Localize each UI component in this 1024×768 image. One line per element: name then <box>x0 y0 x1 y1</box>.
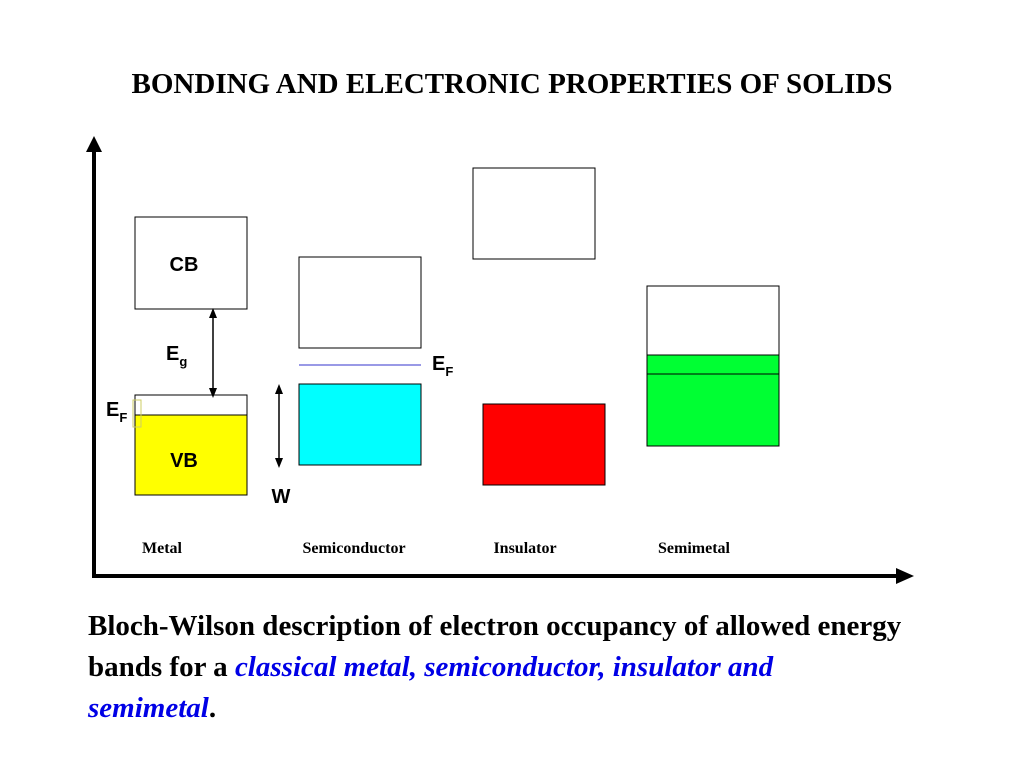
category-label-semiconductor: Semiconductor <box>302 540 405 557</box>
band-gap-arrowhead-bottom <box>209 388 217 398</box>
insulator-valence-band <box>482 403 606 486</box>
semiconductor-valence-band <box>298 383 422 466</box>
band-gap-arrowhead-top <box>209 308 217 318</box>
cb-label: CB <box>170 254 199 276</box>
band-diagram: CB VB Eg EF EF W Metal Semiconductor Ins… <box>86 136 914 584</box>
vb-label: VB <box>170 450 198 472</box>
category-label-insulator: Insulator <box>493 540 556 557</box>
semiconductor-conduction-band <box>298 256 422 349</box>
bandwidth-label: W <box>272 486 291 508</box>
bandwidth-arrowhead-bottom <box>275 458 283 468</box>
caption-emphasis: classical metal, semiconductor, insulato… <box>88 651 774 724</box>
semimetal-upper-band <box>646 285 780 356</box>
caption-period: . <box>208 692 217 724</box>
fermi-label-marker <box>132 399 142 428</box>
caption-text: Bloch-Wilson description of electron occ… <box>88 610 902 683</box>
metal-valence-band-filled <box>134 414 248 496</box>
insulator-conduction-band <box>472 167 596 260</box>
category-label-metal: Metal <box>142 540 183 557</box>
metal-valence-band-empty <box>134 394 248 416</box>
bandwidth-arrowhead-top <box>275 384 283 394</box>
energy-axis-arrowhead <box>86 136 102 152</box>
band-gap-label: Eg <box>166 343 187 369</box>
caption: Bloch-Wilson description of electron occ… <box>88 606 908 729</box>
horizontal-axis-arrowhead <box>896 568 914 584</box>
slide-title: BONDING AND ELECTRONIC PROPERTIES OF SOL… <box>131 68 893 100</box>
metal-fermi-label: EF <box>106 399 127 425</box>
semimetal-overlap-band <box>646 354 780 447</box>
semiconductor-fermi-label: EF <box>432 353 453 379</box>
metal-conduction-band <box>134 216 248 310</box>
category-label-semimetal: Semimetal <box>658 540 731 557</box>
